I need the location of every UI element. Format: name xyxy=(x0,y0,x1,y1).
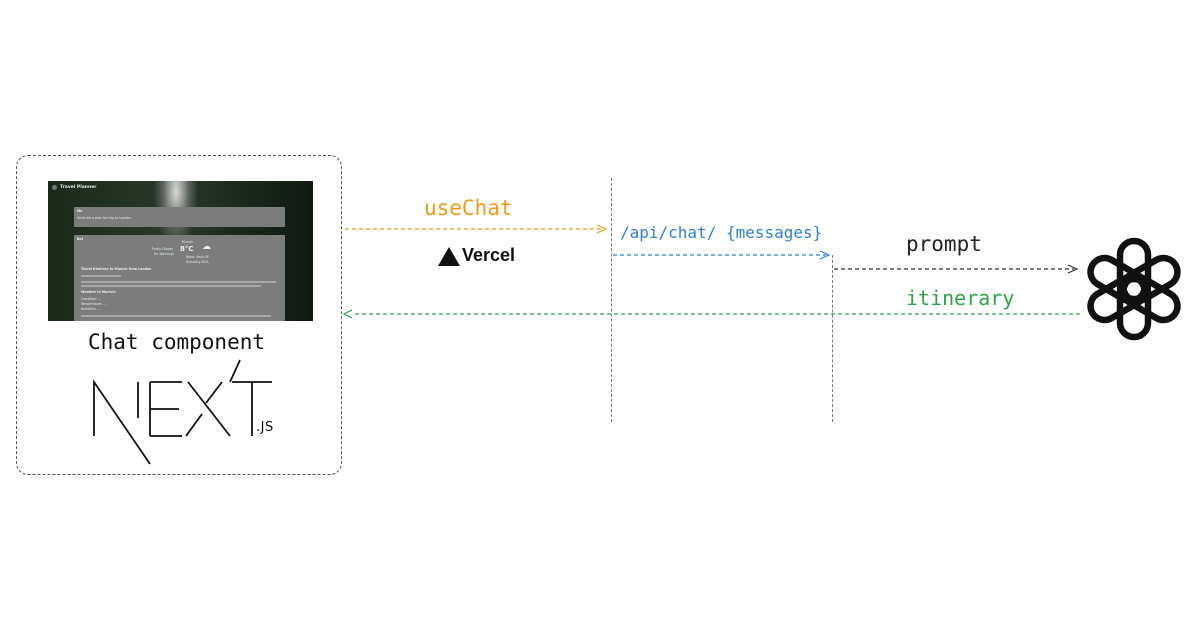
weather-condition: Partly Cloudy xyxy=(152,247,174,251)
openai-logo-icon xyxy=(1087,237,1181,341)
user-message-card: Me Send me a plan for trip to London xyxy=(74,207,285,227)
api-lifeline xyxy=(832,255,833,422)
prompt-arrowhead xyxy=(1067,264,1079,274)
openai-logo xyxy=(1080,234,1188,344)
bullet-2: Temperature: ... xyxy=(81,302,107,306)
user-message: Send me a plan for trip to London xyxy=(77,216,131,220)
itinerary-label: itinerary xyxy=(906,286,1015,310)
app-logo-icon xyxy=(52,185,57,190)
usechat-label: useChat xyxy=(424,196,513,220)
itinerary-heading: Travel Itinerary to Munich from London xyxy=(81,267,152,271)
weather-humidity: Humidity 80% xyxy=(186,260,209,264)
weather-city: Munich xyxy=(182,240,194,244)
weather-wind: Wind: 4m/s SE xyxy=(186,255,210,259)
bullet-1: Condition: ... xyxy=(81,297,102,301)
user-role: Me xyxy=(77,209,83,213)
assistant-message-card: Bot Munich Partly Cloudy No Warnings 8°C… xyxy=(74,235,285,321)
prompt-label: prompt xyxy=(906,232,982,256)
vercel-label: Vercel xyxy=(462,245,516,265)
server-lifeline xyxy=(611,178,612,422)
usechat-arrowhead xyxy=(596,224,608,234)
weather-note: No Warnings xyxy=(154,252,175,256)
nextjs-logo xyxy=(90,356,300,468)
vercel-triangle-icon xyxy=(438,247,460,266)
ai-role: Bot xyxy=(77,237,84,241)
api-route-label: /api/chat/ {messages} xyxy=(620,223,823,242)
itinerary-arrowhead xyxy=(342,309,353,319)
nextjs-suffix: .JS xyxy=(256,420,274,435)
app-title: Travel Planner xyxy=(60,185,97,190)
api-arrowhead xyxy=(819,250,831,260)
app-header: Travel Planner xyxy=(48,181,313,194)
weather-temperature: 8°C xyxy=(180,245,194,253)
weather-section: Weather in Munich: xyxy=(81,290,117,294)
nextjs-logo-mark xyxy=(93,359,272,465)
chat-component-label: Chat component xyxy=(88,330,266,354)
bullet-3: Humidity: ... xyxy=(81,307,101,311)
cloud-icon: ☁ xyxy=(202,242,211,252)
client-container xyxy=(16,155,342,475)
vercel-logo: Vercel xyxy=(438,245,538,267)
chat-app-screenshot: Travel Planner Me Send me a plan for tri… xyxy=(48,181,313,321)
